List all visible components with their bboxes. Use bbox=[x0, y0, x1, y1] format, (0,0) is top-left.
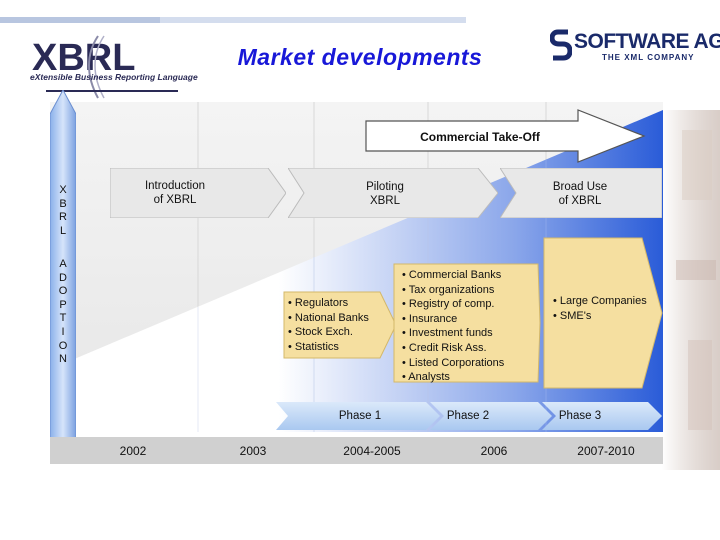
callout-commercial-banks-box bbox=[392, 262, 542, 384]
stage-introduction-chevron bbox=[109, 167, 287, 219]
xbrl-logo-text: XBRL bbox=[32, 37, 135, 79]
year-label: 2003 bbox=[239, 444, 267, 458]
stage-broad-use-label: Broad Use of XBRL bbox=[552, 181, 608, 207]
callout-regulators-box bbox=[282, 290, 398, 360]
stage-introduction-label: Introduction of XBRL bbox=[144, 180, 206, 206]
year-label: 2006 bbox=[480, 444, 508, 458]
axis-label-xbrl: X B R L bbox=[59, 184, 67, 237]
background-photo bbox=[662, 110, 720, 470]
stage-piloting-label: Piloting XBRL bbox=[366, 181, 404, 207]
callout-large-companies-box bbox=[542, 236, 664, 390]
phase-1-label: Phase 1 bbox=[338, 410, 382, 422]
phase-3-label: Phase 3 bbox=[558, 410, 602, 422]
timeline-years-band bbox=[50, 437, 663, 464]
callout-commercial-banks-list: • Commercial Banks • Tax organizations •… bbox=[402, 269, 505, 384]
logo-underline bbox=[46, 90, 178, 92]
year-label: 2007-2010 bbox=[577, 444, 635, 458]
year-label: 2002 bbox=[119, 444, 147, 458]
company-tagline: THE XML COMPANY bbox=[602, 53, 695, 62]
year-label: 2004-2005 bbox=[343, 444, 401, 458]
page-title: Market developments bbox=[237, 44, 483, 70]
phase-arrows bbox=[276, 402, 662, 430]
xbrl-logo-subtitle: eXtensible Business Reporting Language bbox=[30, 72, 198, 82]
phase-2-label: Phase 2 bbox=[446, 410, 490, 422]
axis-label-adoption: A D O P T I O N bbox=[58, 258, 68, 366]
commercial-takeoff-label: Commercial Take-Off bbox=[420, 130, 540, 144]
header-accent-bar-light bbox=[160, 17, 466, 23]
stage-broad-use-chevron bbox=[499, 167, 663, 219]
company-logo-text: SOFTWARE AG bbox=[574, 30, 720, 53]
callout-large-companies-list: • Large Companies • SME's bbox=[553, 295, 647, 322]
callout-regulators-list: • Regulators • National Banks • Stock Ex… bbox=[288, 297, 369, 353]
software-ag-logo-icon bbox=[549, 28, 710, 68]
commercial-takeoff-arrow bbox=[364, 108, 646, 164]
xbrl-logo: XBRL bbox=[28, 34, 178, 100]
header-accent-bar bbox=[0, 17, 160, 23]
stage-piloting-chevron bbox=[287, 167, 499, 219]
